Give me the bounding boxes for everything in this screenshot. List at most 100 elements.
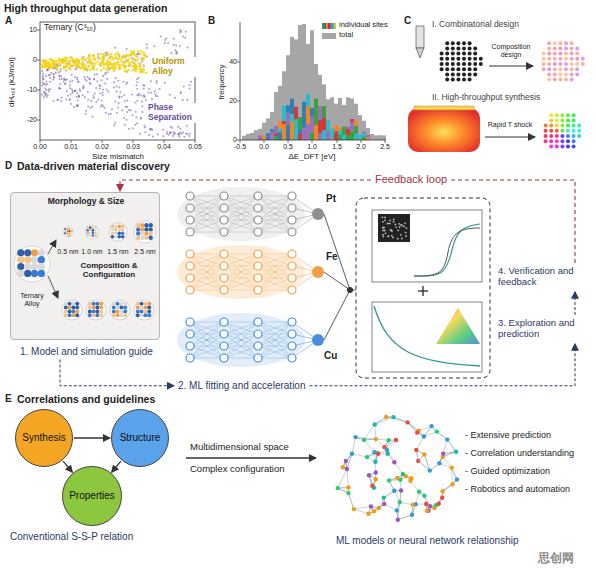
- atom: [24, 263, 31, 270]
- atom: [31, 270, 38, 277]
- network-link: [190, 278, 224, 290]
- atom: [123, 313, 127, 317]
- atom: [92, 309, 96, 313]
- phase-triangle: [436, 308, 480, 344]
- data-point: [148, 88, 150, 90]
- network-link: [258, 358, 292, 359]
- histogram-bar: [326, 130, 330, 140]
- sample-dot: [564, 57, 568, 61]
- sample-dot: [462, 41, 466, 45]
- tick: [288, 140, 289, 143]
- data-point: [44, 94, 46, 96]
- data-point: [131, 57, 133, 59]
- tick-label: 2.0: [356, 143, 366, 151]
- network-link: [258, 220, 292, 232]
- data-point: [125, 59, 127, 61]
- sample-dot: [558, 57, 562, 61]
- curve: [414, 228, 480, 276]
- micrograph-dot: [382, 221, 384, 223]
- feedback-arrow: [120, 180, 575, 263]
- element-label: Cu: [324, 350, 337, 362]
- network-link: [190, 334, 224, 358]
- atom: [147, 306, 151, 310]
- data-point: [47, 64, 49, 66]
- sample-dot: [544, 124, 548, 128]
- histogram-bar: [278, 86, 282, 140]
- data-point: [145, 71, 147, 73]
- data-point: [118, 87, 120, 89]
- atom: [17, 263, 24, 270]
- data-point: [43, 91, 45, 93]
- data-point: [78, 95, 80, 97]
- histogram-bar: [334, 104, 338, 140]
- atom: [66, 232, 68, 234]
- nanoparticle: [14, 246, 50, 282]
- data-point: [120, 59, 122, 61]
- atom: [38, 263, 45, 270]
- neuron: [186, 216, 194, 224]
- network-link: [224, 232, 258, 233]
- micrograph-dot: [393, 221, 395, 223]
- network-link: [258, 254, 292, 266]
- data-point: [134, 58, 136, 60]
- data-point: [152, 135, 154, 137]
- data-point: [130, 109, 132, 111]
- network-link: [224, 334, 258, 358]
- data-point: [140, 50, 142, 52]
- tick: [37, 120, 40, 121]
- tick-label: 0.04: [157, 143, 171, 151]
- flow-arrow: [309, 344, 575, 386]
- data-point: [41, 85, 43, 87]
- data-point: [106, 60, 108, 62]
- data-point: [78, 96, 80, 98]
- data-point: [126, 99, 128, 101]
- axis-title: ΔE_DFT [eV]: [289, 152, 336, 161]
- atom: [144, 223, 148, 227]
- data-point: [67, 63, 69, 65]
- data-point: [113, 81, 115, 83]
- network-node: [422, 452, 426, 456]
- data-point: [117, 54, 119, 56]
- data-point: [75, 58, 77, 60]
- micrograph-dot: [405, 232, 407, 234]
- sample-dot: [566, 144, 570, 148]
- atom: [92, 226, 95, 229]
- data-point: [133, 50, 135, 52]
- data-point: [145, 99, 147, 101]
- data-point: [41, 63, 43, 65]
- data-point: [121, 64, 123, 66]
- legend-swatch-stripe: [334, 23, 336, 29]
- tick: [361, 140, 362, 143]
- network-link: [258, 290, 292, 291]
- data-point: [139, 66, 141, 68]
- step-label: II. High-throughput synthesis: [432, 93, 540, 103]
- network-node: [445, 437, 449, 441]
- data-point: [74, 60, 76, 62]
- tick: [337, 140, 338, 143]
- network-node: [373, 460, 377, 464]
- neuron: [288, 354, 296, 362]
- atom: [121, 228, 125, 232]
- ssp-circle: Synthesis: [15, 409, 73, 467]
- data-point: [86, 80, 88, 82]
- network-link: [224, 322, 258, 346]
- sample-dot: [555, 144, 559, 148]
- histogram-bar: [322, 118, 326, 130]
- atom: [68, 230, 70, 232]
- micrograph-dot: [400, 224, 402, 226]
- data-point: [114, 101, 116, 103]
- micrograph-dot: [387, 236, 389, 238]
- data-point: [162, 135, 164, 137]
- data-point: [164, 42, 166, 44]
- data-point: [175, 44, 177, 46]
- data-point: [174, 49, 176, 51]
- atom: [118, 228, 122, 232]
- sample-dot: [462, 78, 466, 82]
- network-link: [258, 266, 292, 290]
- data-point: [43, 91, 45, 93]
- data-point: [102, 53, 104, 55]
- micrograph: [378, 214, 410, 242]
- heater-glow: [408, 108, 480, 152]
- data-point: [123, 94, 125, 96]
- atom: [86, 229, 89, 232]
